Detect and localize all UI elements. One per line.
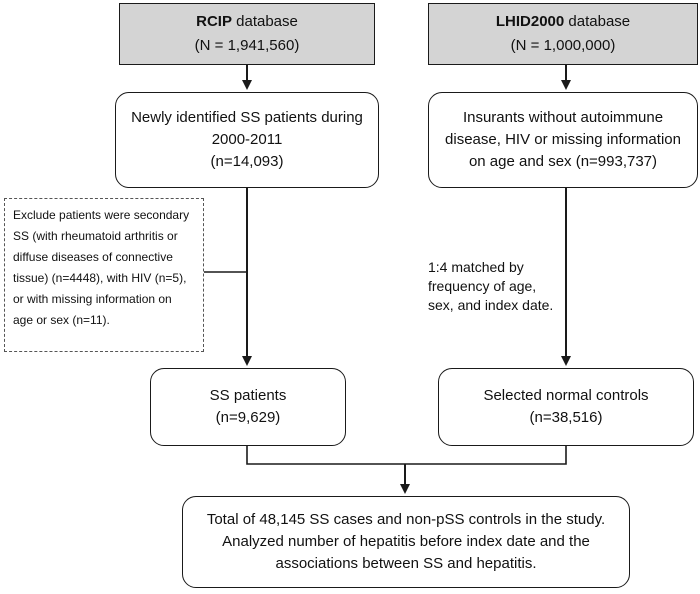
rcip-name: RCIP xyxy=(196,13,232,30)
newly-identified-box: Newly identified SS patients during 2000… xyxy=(115,92,379,188)
ss-patients-label: SS patients xyxy=(209,387,287,404)
exclusion-line-5: or with missing information on xyxy=(13,292,172,306)
rcip-suffix: database xyxy=(231,13,298,30)
exclusion-criteria-box: Exclude patients were secondary SS (with… xyxy=(4,198,204,352)
newly-identified-line-3: (n=14,093) xyxy=(210,153,284,170)
lhid2000-name: LHID2000 xyxy=(495,13,565,30)
exclusion-line-4: tissue) (n=4448), with HIV (n=5), xyxy=(13,271,187,285)
line-merge-bracket xyxy=(246,444,567,465)
total-summary-box: Total of 48,145 SS cases and non-pSS con… xyxy=(182,496,630,588)
insurants-box: Insurants without autoimmune disease, HI… xyxy=(428,92,698,188)
lhid2000-database-count: (N = 1,000,000) xyxy=(510,37,616,54)
matching-note-line-3: sex, and index date. xyxy=(428,297,554,313)
insurants-line-1: Insurants without autoimmune xyxy=(462,109,664,126)
insurants-line-3: on age and sex (n=993,737) xyxy=(468,153,658,170)
matching-note: 1:4 matched by frequency of age, sex, an… xyxy=(428,258,578,315)
lhid2000-database-box: LHID2000 database (N = 1,000,000) xyxy=(428,3,698,65)
exclusion-line-2: SS (with rheumatoid arthritis or xyxy=(13,229,178,243)
total-line-2: Analyzed number of hepatitis before inde… xyxy=(222,533,590,550)
ss-patients-box: SS patients (n=9,629) xyxy=(150,368,346,446)
ss-patients-count: (n=9,629) xyxy=(215,409,281,426)
matching-note-line-1: 1:4 matched by xyxy=(428,259,524,275)
rcip-database-title: RCIP database xyxy=(196,10,298,34)
normal-controls-label: Selected normal controls xyxy=(483,387,649,404)
rcip-database-box: RCIP database (N = 1,941,560) xyxy=(119,3,375,65)
matching-note-line-2: frequency of age, xyxy=(428,278,537,294)
newly-identified-line-1: Newly identified SS patients during xyxy=(131,109,363,126)
newly-identified-line-2: 2000-2011 xyxy=(211,131,283,148)
normal-controls-count: (n=38,516) xyxy=(529,409,603,426)
insurants-line-2: disease, HIV or missing information xyxy=(445,131,681,148)
normal-controls-box: Selected normal controls (n=38,516) xyxy=(438,368,694,446)
exclusion-line-6: age or sex (n=11). xyxy=(13,313,110,327)
exclusion-line-1: Exclude patients were secondary xyxy=(13,208,190,222)
total-line-3: associations between SS and hepatitis. xyxy=(275,555,537,572)
lhid2000-suffix: database xyxy=(564,13,631,30)
lhid2000-database-title: LHID2000 database xyxy=(496,10,630,34)
exclusion-line-3: diffuse diseases of connective xyxy=(13,250,173,264)
rcip-database-count: (N = 1,941,560) xyxy=(194,37,300,54)
total-line-1: Total of 48,145 SS cases and non-pSS con… xyxy=(206,511,606,528)
